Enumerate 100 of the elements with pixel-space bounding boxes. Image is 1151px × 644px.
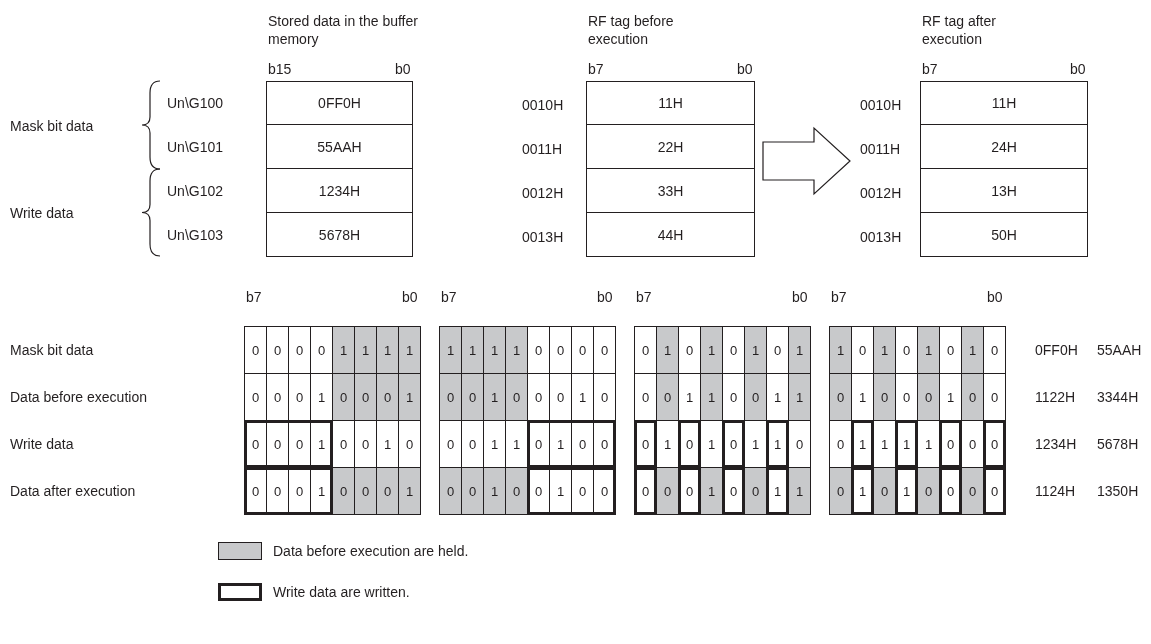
data-cell: 33H [586, 168, 755, 213]
data-cell: 13H [920, 168, 1088, 213]
data-cell: 0FF0H [266, 81, 413, 125]
bit-label: b15 [268, 60, 292, 78]
bit-value: 1 [700, 326, 723, 374]
bit-value: 1 [873, 326, 896, 374]
hex-value: 1234H [1035, 434, 1077, 453]
register-label: Un\G102 [167, 182, 224, 200]
bit-label: b7 [441, 288, 457, 306]
row-label: Write data [10, 434, 74, 453]
bit-value: 1 [917, 326, 940, 374]
bit-value: 1 [354, 326, 377, 374]
bit-label: b7 [246, 288, 262, 306]
memory-table [586, 12, 755, 257]
bit-label: b7 [636, 288, 652, 306]
bit-value: 1 [700, 373, 723, 421]
group-label: Mask bit data [10, 117, 94, 135]
bit-label: b0 [597, 288, 613, 306]
bit-value: 0 [244, 326, 267, 374]
register-label: Un\G100 [167, 94, 224, 112]
bit-value: 1 [483, 373, 506, 421]
address-label: 0011H [522, 140, 563, 158]
bit-value: 0 [505, 373, 528, 421]
address-label: 0013H [522, 228, 564, 246]
register-label: Un\G101 [167, 138, 224, 156]
data-cell: 24H [920, 124, 1088, 169]
bit-value: 1 [788, 467, 811, 515]
bit-value: 1 [376, 326, 399, 374]
bit-value: 0 [961, 373, 984, 421]
bit-value: 0 [593, 326, 616, 374]
address-label: 0010H [522, 96, 564, 114]
hex-value: 5678H [1097, 434, 1139, 453]
data-cell: 55AAH [266, 124, 413, 169]
register-label: Un\G103 [167, 226, 224, 244]
bit-value: 0 [829, 373, 852, 421]
hex-value: 1124H [1035, 481, 1076, 500]
legend-text: Write data are written. [273, 583, 410, 601]
hex-value: 1350H [1097, 481, 1139, 500]
data-cell: 11H [920, 81, 1088, 125]
bit-value: 1 [788, 373, 811, 421]
bit-label: b0 [395, 60, 411, 78]
bit-value: 1 [505, 326, 528, 374]
data-cell: 11H [586, 81, 755, 125]
bit-value: 1 [483, 326, 506, 374]
bit-label: b0 [1070, 60, 1086, 78]
bit-value: 0 [744, 373, 767, 421]
data-cell: 50H [920, 212, 1088, 257]
row-label: Data after execution [10, 481, 136, 500]
address-label: 0011H [860, 140, 901, 158]
bit-value: 0 [505, 467, 528, 515]
address-label: 0013H [860, 228, 902, 246]
group-label: Write data [10, 204, 74, 222]
bit-label: b7 [922, 60, 938, 78]
bit-label: b7 [831, 288, 847, 306]
table-heading: RF tag after execution [922, 12, 997, 48]
data-cell: 44H [586, 212, 755, 257]
bit-label: b0 [792, 288, 808, 306]
bit-value: 1 [656, 326, 679, 374]
memory-table [920, 12, 1088, 257]
bit-label: b7 [588, 60, 604, 78]
table-heading: RF tag before execution [588, 12, 675, 48]
row-label: Mask bit data [10, 340, 94, 359]
bit-label: b0 [737, 60, 753, 78]
bit-value: 0 [354, 373, 377, 421]
data-cell: 22H [586, 124, 755, 169]
bit-value: 1 [439, 326, 462, 374]
data-cell: 5678H [266, 212, 413, 257]
address-label: 0012H [860, 184, 902, 202]
bit-value: 0 [376, 467, 399, 515]
hex-value: 1122H [1035, 387, 1076, 406]
data-cell: 1234H [266, 168, 413, 213]
table-heading: Stored data in the buffer memory [268, 12, 419, 48]
bit-value: 0 [917, 373, 940, 421]
address-label: 0010H [860, 96, 902, 114]
hex-value: 0FF0H [1035, 340, 1078, 359]
bit-label: b0 [402, 288, 418, 306]
row-label: Data before execution [10, 387, 147, 406]
bit-value: 0 [461, 373, 484, 421]
bit-value: 1 [788, 326, 811, 374]
bit-value: 1 [398, 467, 421, 515]
bit-value: 0 [656, 373, 679, 421]
address-label: 0012H [522, 184, 564, 202]
bit-value: 1 [483, 467, 506, 515]
bit-value: 1 [461, 326, 484, 374]
bit-value: 0 [873, 373, 896, 421]
bit-value: 1 [332, 326, 355, 374]
bit-value: 1 [398, 326, 421, 374]
hex-value: 3344H [1097, 387, 1139, 406]
bit-value: 0 [829, 467, 852, 515]
bit-value: 1 [744, 326, 767, 374]
bit-value: 0 [354, 467, 377, 515]
bit-value: 0 [983, 326, 1006, 374]
bit-value: 1 [829, 326, 852, 374]
bit-value: 0 [461, 467, 484, 515]
bit-label: b0 [987, 288, 1003, 306]
bit-value: 1 [961, 326, 984, 374]
bit-value: 0 [439, 373, 462, 421]
bit-value: 1 [398, 373, 421, 421]
bit-value: 0 [439, 467, 462, 515]
legend-text: Data before execution are held. [273, 542, 469, 560]
